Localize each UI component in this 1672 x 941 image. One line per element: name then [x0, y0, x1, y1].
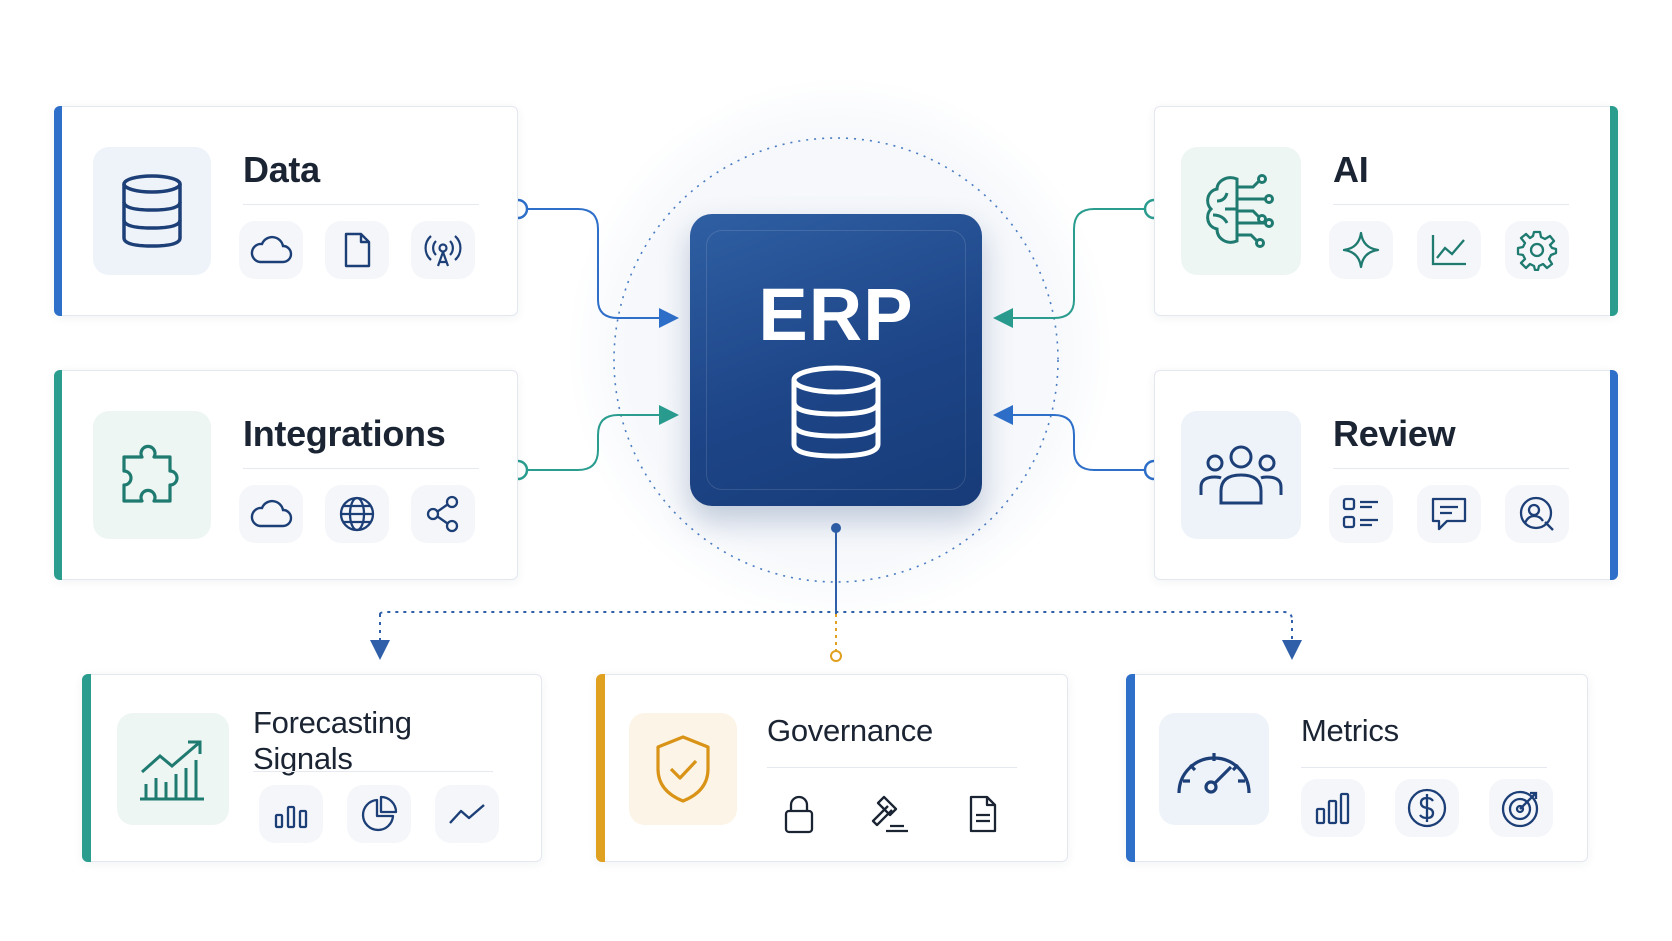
card-ai[interactable]: AI — [1154, 106, 1618, 316]
chip-checklist[interactable] — [1329, 485, 1393, 543]
chip-target[interactable] — [1489, 779, 1553, 837]
port-governance — [830, 650, 842, 662]
antenna-icon — [424, 235, 462, 267]
connector-review — [993, 405, 1152, 471]
chip-bar-chart[interactable] — [259, 785, 323, 843]
chip-pie-chart[interactable] — [347, 785, 411, 843]
chip-globe[interactable] — [325, 485, 389, 543]
puzzle-icon — [122, 444, 179, 503]
card-title: Metrics — [1301, 713, 1399, 748]
chip-gear[interactable] — [1505, 221, 1569, 279]
card-accent-bar — [1610, 106, 1618, 316]
ai-icon-tile — [1181, 147, 1301, 275]
metrics-icon-tile — [1159, 713, 1269, 825]
title-divider — [1301, 767, 1547, 768]
chip-document[interactable] — [325, 221, 389, 279]
bar-chart-icon — [274, 805, 308, 829]
title-divider — [253, 771, 493, 772]
lock-icon — [784, 795, 814, 834]
brain-circuit-icon — [1206, 174, 1274, 248]
card-title: Review — [1333, 413, 1456, 454]
chip-line-chart[interactable] — [1417, 221, 1481, 279]
globe-icon — [339, 496, 375, 532]
bar-chart-icon — [1315, 792, 1350, 825]
shield-check-icon — [656, 735, 710, 803]
chip-dollar[interactable] — [1395, 779, 1459, 837]
title-divider — [767, 767, 1017, 768]
card-accent-bar — [54, 106, 62, 316]
gear-icon — [1516, 230, 1558, 271]
cloud-icon — [250, 235, 293, 264]
card-title: AI — [1333, 149, 1369, 190]
comment-icon — [1431, 497, 1467, 531]
chip-sparkle[interactable] — [1329, 221, 1393, 279]
chip-bar-chart[interactable] — [1301, 779, 1365, 837]
trend-chart-icon — [140, 740, 204, 801]
title-divider — [1333, 204, 1569, 205]
chip-share[interactable] — [411, 485, 475, 543]
card-review[interactable]: Review — [1154, 370, 1618, 580]
line-chart-icon — [1431, 235, 1466, 266]
database-icon — [122, 174, 182, 248]
card-title: Data — [243, 149, 320, 190]
card-title-line1: Forecasting — [253, 705, 412, 740]
chip-gavel[interactable] — [857, 785, 921, 843]
card-data[interactable]: Data — [54, 106, 518, 316]
connector-branch — [379, 611, 1293, 621]
chip-comment[interactable] — [1417, 485, 1481, 543]
card-title: Governance — [767, 713, 933, 748]
trend-line-icon — [449, 804, 485, 824]
erp-core-inner — [706, 230, 966, 490]
connector-data — [520, 208, 679, 328]
chip-antenna[interactable] — [411, 221, 475, 279]
chip-trend-line[interactable] — [435, 785, 499, 843]
card-governance[interactable]: Governance — [596, 674, 1068, 862]
integrations-icon-tile — [93, 411, 211, 539]
gauge-icon — [1177, 753, 1251, 794]
team-icon — [1199, 445, 1283, 505]
card-title-line2: Signals — [253, 741, 353, 776]
sparkle-icon — [1342, 231, 1380, 269]
connector-ai — [993, 208, 1152, 328]
gavel-icon — [871, 795, 908, 833]
title-divider — [243, 204, 479, 205]
card-forecasting[interactable]: Forecasting Signals — [82, 674, 542, 862]
data-icon-tile — [93, 147, 211, 275]
database-icon — [791, 365, 881, 459]
connector-integrations — [520, 405, 679, 471]
chip-lock[interactable] — [767, 785, 831, 843]
cloud-icon — [250, 499, 293, 528]
card-accent-bar — [82, 674, 91, 862]
governance-icon-tile — [629, 713, 737, 825]
erp-label: ERP — [758, 273, 914, 356]
pie-chart-icon — [361, 795, 398, 832]
card-accent-bar — [1610, 370, 1618, 580]
dollar-icon — [1407, 788, 1447, 828]
document-icon — [344, 232, 371, 268]
target-icon — [1501, 790, 1539, 828]
forecasting-icon-tile — [117, 713, 229, 825]
dotted-ring — [613, 137, 1059, 583]
chip-cloud[interactable] — [239, 221, 303, 279]
chip-user-search[interactable] — [1505, 485, 1569, 543]
card-metrics[interactable]: Metrics — [1126, 674, 1588, 862]
card-accent-bar — [54, 370, 62, 580]
card-integrations[interactable]: Integrations — [54, 370, 518, 580]
user-search-icon — [1519, 496, 1554, 531]
title-divider — [243, 468, 479, 469]
share-icon — [426, 495, 459, 533]
erp-core[interactable]: ERP — [690, 214, 982, 506]
card-title: Integrations — [243, 413, 446, 454]
chip-document[interactable] — [951, 785, 1015, 843]
chip-cloud[interactable] — [239, 485, 303, 543]
review-icon-tile — [1181, 411, 1301, 539]
card-accent-bar — [596, 674, 605, 862]
card-accent-bar — [1126, 674, 1135, 862]
checklist-icon — [1342, 497, 1378, 529]
title-divider — [1333, 468, 1569, 469]
document-icon — [969, 795, 997, 833]
